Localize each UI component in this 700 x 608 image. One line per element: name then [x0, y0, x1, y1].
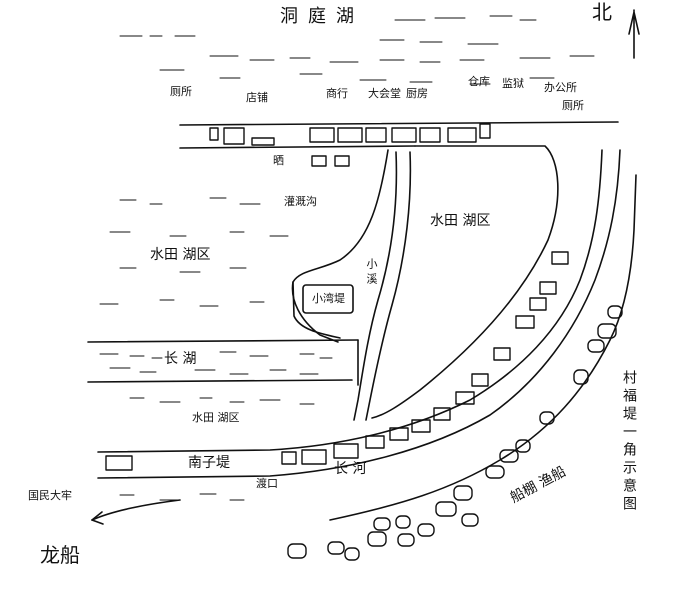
- label-toilet-west: 厕所: [170, 85, 192, 98]
- label-ferry: 渡口: [256, 477, 278, 490]
- lake-ripples: [119, 15, 595, 85]
- map-title: 村福堤一角示意图: [621, 370, 637, 514]
- dike-buildings: [105, 251, 569, 471]
- label-embankment: 南子堤: [188, 455, 230, 471]
- label-paddy-west: 水田 湖区: [150, 247, 211, 263]
- label-stream: 小溪: [365, 258, 378, 288]
- label-river: 长 河: [334, 461, 367, 477]
- label-prison: 监狱: [502, 77, 524, 90]
- label-merchant: 商行: [326, 87, 348, 100]
- north-dike: [179, 121, 619, 126]
- label-long-lake: 长 湖: [164, 351, 197, 367]
- east-paddy-boundary: [371, 145, 559, 419]
- canal-east-bank: [365, 151, 412, 421]
- label-yard: 晒: [273, 154, 284, 167]
- canal-west-bank: [353, 151, 398, 421]
- label-pond: 小湾堤: [312, 292, 345, 305]
- label-kitchen: 厨房: [406, 87, 428, 100]
- north-buildings: [209, 123, 491, 167]
- label-jail: 国民大牢: [28, 489, 72, 502]
- label-paddy-south: 水田 湖区: [192, 411, 240, 424]
- south-dike-north-edge: [97, 149, 603, 453]
- pond-shape: [302, 284, 354, 314]
- river-huts: [287, 305, 623, 561]
- label-shop: 店铺: [246, 91, 268, 104]
- north-arrow-icon: [628, 9, 640, 59]
- south-dike-south-edge: [97, 149, 621, 479]
- label-road-to: 龙船: [40, 543, 80, 567]
- north-dike-inner: [179, 145, 416, 149]
- label-office: 办公所: [544, 81, 577, 94]
- west-paddy-boundary: [291, 149, 389, 343]
- label-warehouse: 仓库: [468, 75, 490, 88]
- north-label: 北: [592, 0, 612, 24]
- label-paddy-east: 水田 湖区: [430, 213, 491, 229]
- long-lake-south: [87, 379, 353, 383]
- lake-label: 洞庭湖: [280, 6, 364, 27]
- label-irrigation-canal: 灌溉沟: [284, 195, 317, 208]
- river-south-bank: [329, 174, 637, 521]
- road-arrow: [91, 499, 181, 521]
- long-lake-north: [87, 339, 359, 343]
- label-hall: 大会堂: [368, 87, 401, 100]
- label-toilet-east: 厕所: [562, 99, 584, 112]
